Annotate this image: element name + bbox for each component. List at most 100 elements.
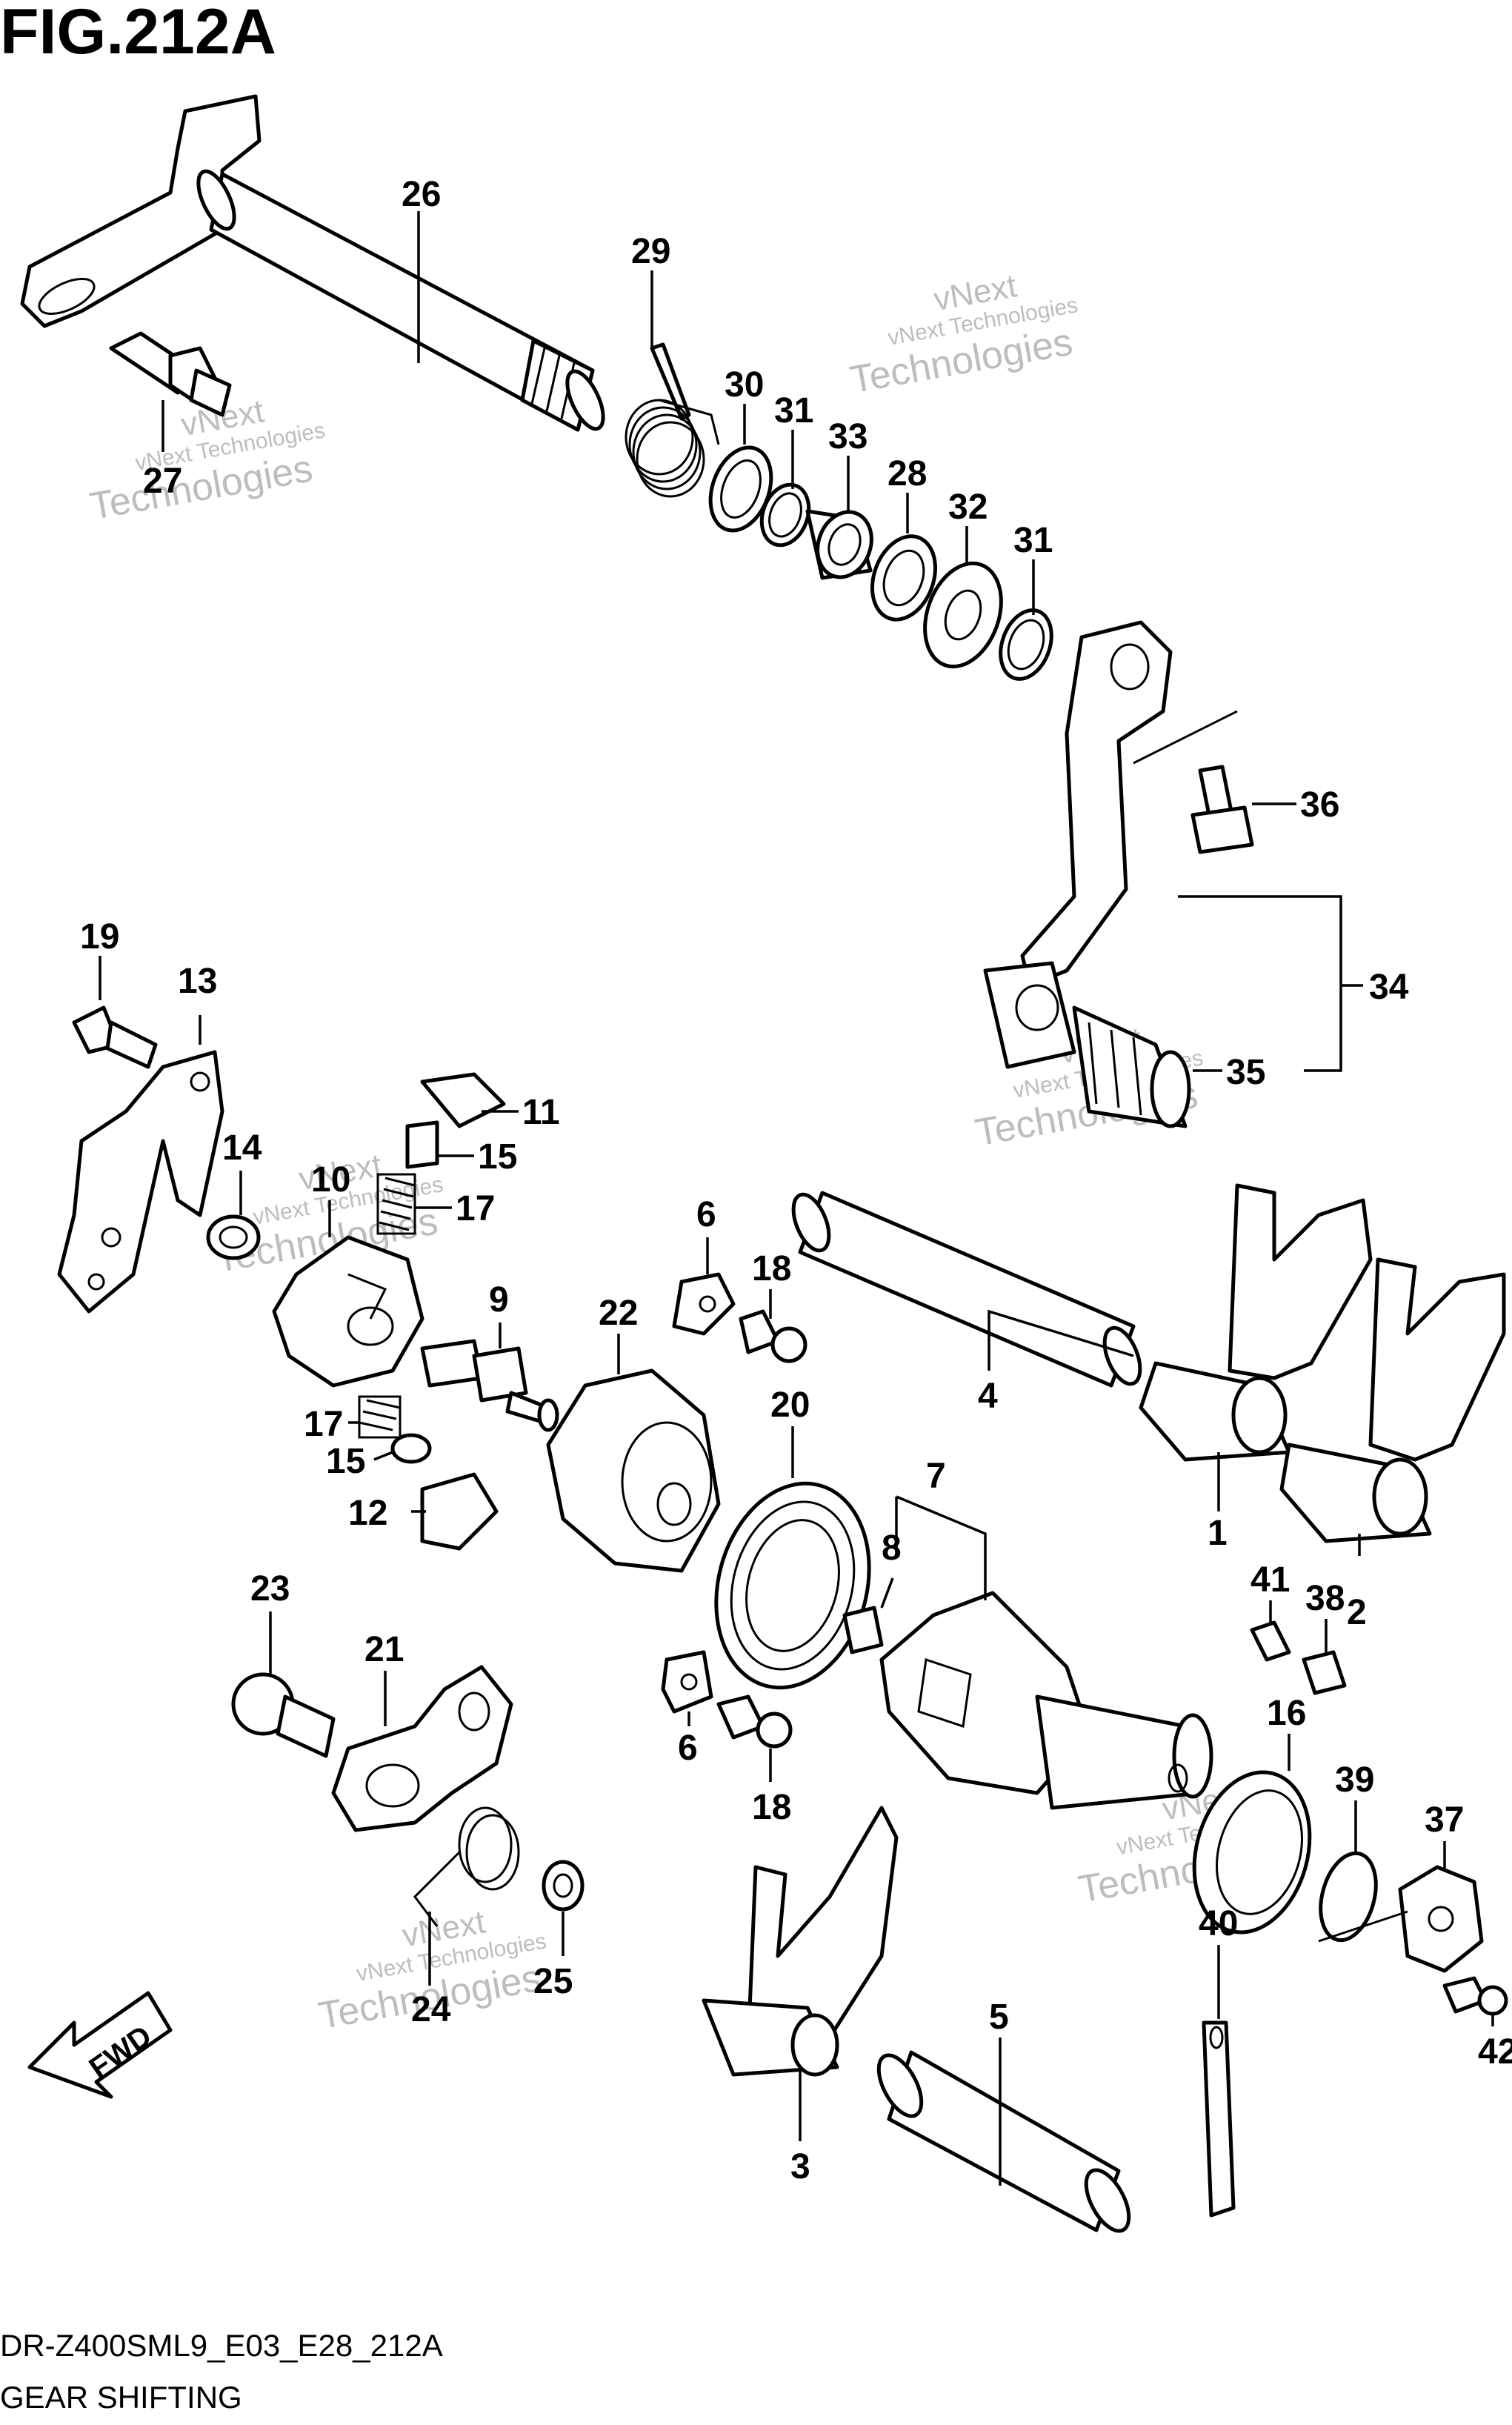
model-code: DR-Z400SML9_E03_E28_212A [0,2328,443,2363]
screw-18-lower [716,1694,793,1749]
shift-arm-21 [331,1665,513,1832]
callout-38: 38 [1305,1579,1345,1618]
callout-27: 27 [143,462,182,501]
washer-32 [923,561,1003,669]
callout-31-lower: 31 [1013,521,1053,560]
callout-3: 3 [790,2147,810,2186]
watermark-top-right: vNext vNext Technologies Technologies [847,267,1079,402]
callout-41: 41 [1250,1560,1290,1600]
cam-driven-gear-10 [272,1235,424,1388]
strap-40 [1202,2020,1236,2218]
callout-17-upper: 17 [456,1189,495,1228]
circlip-31-upper [759,482,811,548]
callout-11: 11 [522,1093,560,1132]
callout-18-upper: 18 [752,1249,791,1288]
figure-title: FIG.212A [0,0,276,67]
shift-fork-1 [1139,1183,1373,1462]
screw-19 [72,1005,158,1069]
callout-22: 22 [599,1294,638,1333]
bearing-16 [1192,1770,1312,1935]
leader-lines [99,211,1494,2186]
callout-7: 7 [926,1457,946,1496]
bolt-27 [109,331,232,417]
callout-2: 2 [1347,1593,1367,1632]
oil-seal-28 [870,534,938,622]
bolt-36 [1190,765,1254,854]
oring-39 [1319,1851,1378,1943]
callout-36: 36 [1300,785,1339,825]
callout-16: 16 [1267,1694,1306,1733]
callout-15-upper: 15 [478,1137,517,1177]
pawl-12 [420,1472,499,1551]
callout-9: 9 [489,1280,509,1320]
plate-13 [57,1050,224,1314]
callouts: 26 29 27 30 31 33 28 32 31 36 34 35 19 1… [80,175,1512,2186]
spring-17-lower [358,1395,402,1439]
pin-38 [1302,1650,1347,1695]
callout-6-upper: 6 [696,1195,716,1234]
gear-22 [546,1368,721,1573]
callout-10: 10 [311,1160,350,1200]
stopper-plate-6-upper [672,1272,736,1336]
callout-15-lower: 15 [326,1442,365,1481]
gear-shift-cam-7 [879,1591,1213,1810]
callout-31-upper: 31 [774,391,813,430]
pin-8 [842,1606,884,1654]
callout-32: 32 [948,488,988,527]
callout-29: 29 [631,232,670,271]
callout-18-lower: 18 [752,1788,791,1827]
return-spring-29 [625,342,720,498]
shift-fork-3 [702,1806,899,2077]
washer-25 [542,1860,585,1912]
sensor-37 [1318,1865,1484,1973]
callout-34: 34 [1369,968,1409,1007]
callout-23: 23 [250,1569,290,1609]
pin-14 [206,1214,261,1260]
pawl-15-lower [390,1433,432,1464]
bearing-20 [714,1481,871,1690]
section-name: GEAR SHIFTING [0,2380,242,2415]
gearshift-shaft [20,94,605,432]
gearshift-lever-34 [983,620,1238,1128]
fork-shaft-4 [791,1191,1142,1388]
screw-18-upper [739,1309,807,1363]
stopper-11 [420,1072,506,1128]
callout-6-lower: 6 [678,1729,698,1768]
callout-4: 4 [978,1377,998,1416]
stopper-plate-6-lower [661,1650,713,1714]
fwd-direction-indicator: FWD [27,1991,173,2099]
callout-13: 13 [178,962,217,1001]
callout-30: 30 [725,365,764,405]
callout-17-lower: 17 [304,1405,343,1444]
callout-42: 42 [1478,2032,1512,2072]
circlip-31-lower [999,608,1053,681]
fork-shaft-5 [876,2050,1131,2233]
callout-5: 5 [989,1997,1009,2037]
shaft-9 [420,1339,559,1432]
callout-39: 39 [1335,1760,1374,1800]
callout-8: 8 [882,1528,902,1568]
callout-1: 1 [1208,1514,1228,1553]
callout-33: 33 [828,417,867,456]
bolt-42 [1442,1976,1508,2016]
spring-17-upper [376,1173,416,1235]
callout-37: 37 [1425,1800,1464,1840]
pawl-15-upper [405,1120,439,1169]
needle-bearing-33 [805,509,873,580]
callout-25: 25 [533,1962,573,2001]
callout-26: 26 [402,175,441,214]
callout-19: 19 [80,917,119,957]
callout-40: 40 [1199,1904,1238,1943]
screw-41 [1250,1620,1291,1662]
callout-24: 24 [411,1990,451,2029]
callout-20: 20 [770,1386,810,1425]
bolt-23 [231,1672,336,1758]
callout-35: 35 [1226,1053,1265,1092]
callout-12: 12 [348,1494,387,1533]
shift-fork-2 [1279,1257,1506,1543]
callout-28: 28 [887,454,927,493]
callout-21: 21 [364,1630,404,1669]
callout-14: 14 [222,1128,262,1168]
washer-30 [708,445,773,533]
